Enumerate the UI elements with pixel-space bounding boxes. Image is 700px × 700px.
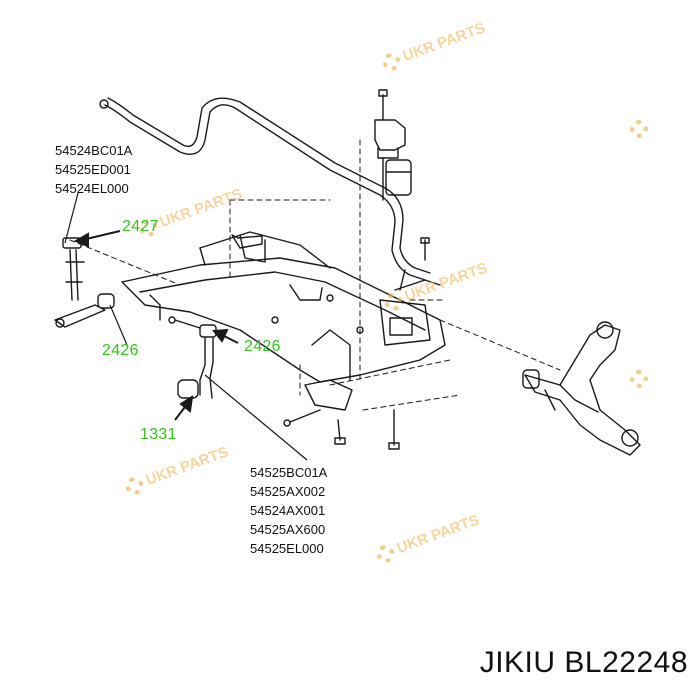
part-number: 54524AX001 bbox=[250, 503, 326, 518]
callout-label: 2426 bbox=[102, 342, 139, 359]
brand-article-code: JIKIU BL22248 bbox=[479, 646, 688, 679]
part-number: 54525ED001 bbox=[55, 162, 131, 177]
bolts bbox=[283, 237, 430, 450]
part-number: 54525BC01A bbox=[250, 465, 328, 480]
callout-label: 2427 bbox=[122, 218, 159, 235]
callout-label: 1331 bbox=[140, 426, 177, 443]
part-number: 54525EL000 bbox=[250, 541, 324, 556]
left-stabilizer-link bbox=[54, 237, 115, 328]
part-number: 54525AX002 bbox=[250, 484, 326, 499]
part-numbers-bottom: 54525BC01A 54525AX002 54524AX001 54525AX… bbox=[250, 463, 327, 558]
gear-icon bbox=[630, 370, 648, 388]
stabilizer-clamp bbox=[374, 89, 412, 201]
center-stabilizer-link bbox=[168, 316, 217, 399]
control-arm bbox=[522, 321, 641, 456]
part-number: 54525AX600 bbox=[250, 522, 326, 537]
gear-icon bbox=[630, 120, 648, 138]
part-number: 54524BC01A bbox=[55, 143, 133, 158]
stabilizer-bar bbox=[99, 97, 431, 281]
callout-label: 2426 bbox=[244, 338, 281, 355]
subframe bbox=[121, 231, 446, 411]
part-numbers-top: 54524BC01A 54525ED001 54524EL000 bbox=[55, 141, 132, 198]
part-number: 54524EL000 bbox=[55, 181, 129, 196]
